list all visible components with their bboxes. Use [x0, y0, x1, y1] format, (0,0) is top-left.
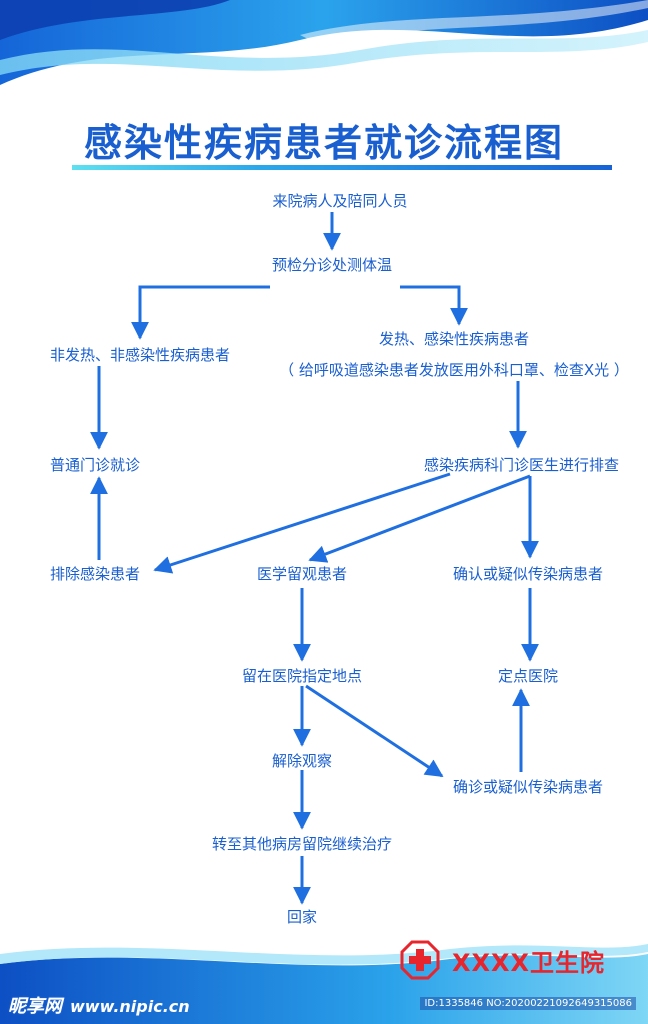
- node-stay-location: 留在医院指定地点: [241, 667, 363, 685]
- node-designated-hospital: 定点医院: [497, 667, 559, 685]
- node-triage: 预检分诊处测体温: [271, 256, 393, 274]
- node-excluded: 排除感染患者: [50, 565, 141, 583]
- node-fever: 发热、感染性疾病患者: [378, 330, 530, 348]
- arrow-clinic-to-excluded: [153, 472, 451, 574]
- hospital-name: XXXX卫生院: [452, 948, 606, 977]
- header-wave-decoration: [0, 0, 648, 85]
- node-release: 解除观察: [271, 752, 333, 770]
- node-transfer: 转至其他病房留院继续治疗: [211, 835, 393, 853]
- watermark-brand: 昵享网: [8, 996, 62, 1017]
- node-fever-note: （ 给呼吸道感染患者发放医用外科口罩、检查X光 ）: [279, 361, 629, 379]
- node-visitors: 来院病人及陪同人员: [272, 192, 408, 210]
- node-suspected-2: 确诊或疑似传染病患者: [452, 778, 604, 796]
- node-infectious-clinic: 感染疾病科门诊医生进行排查: [424, 456, 620, 474]
- node-home: 回家: [286, 908, 318, 926]
- node-non-fever: 非发热、非感染性疾病患者: [50, 346, 231, 364]
- node-general-clinic: 普通门诊就诊: [50, 456, 141, 474]
- red-cross-logo-icon: [400, 940, 440, 980]
- node-suspected-1: 确认或疑似传染病患者: [452, 565, 604, 583]
- title-divider: [72, 165, 612, 170]
- watermark-url: www.nipic.cn: [70, 997, 190, 1016]
- arrow-stay-to-confirmed: [305, 684, 444, 778]
- watermark: 昵享网 www.nipic.cn: [8, 992, 190, 1018]
- arrow-triage-to-nonfever: [131, 285, 270, 340]
- node-observation: 医学留观患者: [256, 565, 348, 583]
- arrow-triage-to-fever: [400, 285, 468, 326]
- arrow-clinic-to-observation: [308, 474, 531, 563]
- watermark-id: ID:1335846 NO:20200221092649315086: [420, 997, 636, 1010]
- hospital-brand: XXXX卫生院: [400, 940, 605, 980]
- page-title: 感染性疾病患者就诊流程图: [83, 121, 564, 165]
